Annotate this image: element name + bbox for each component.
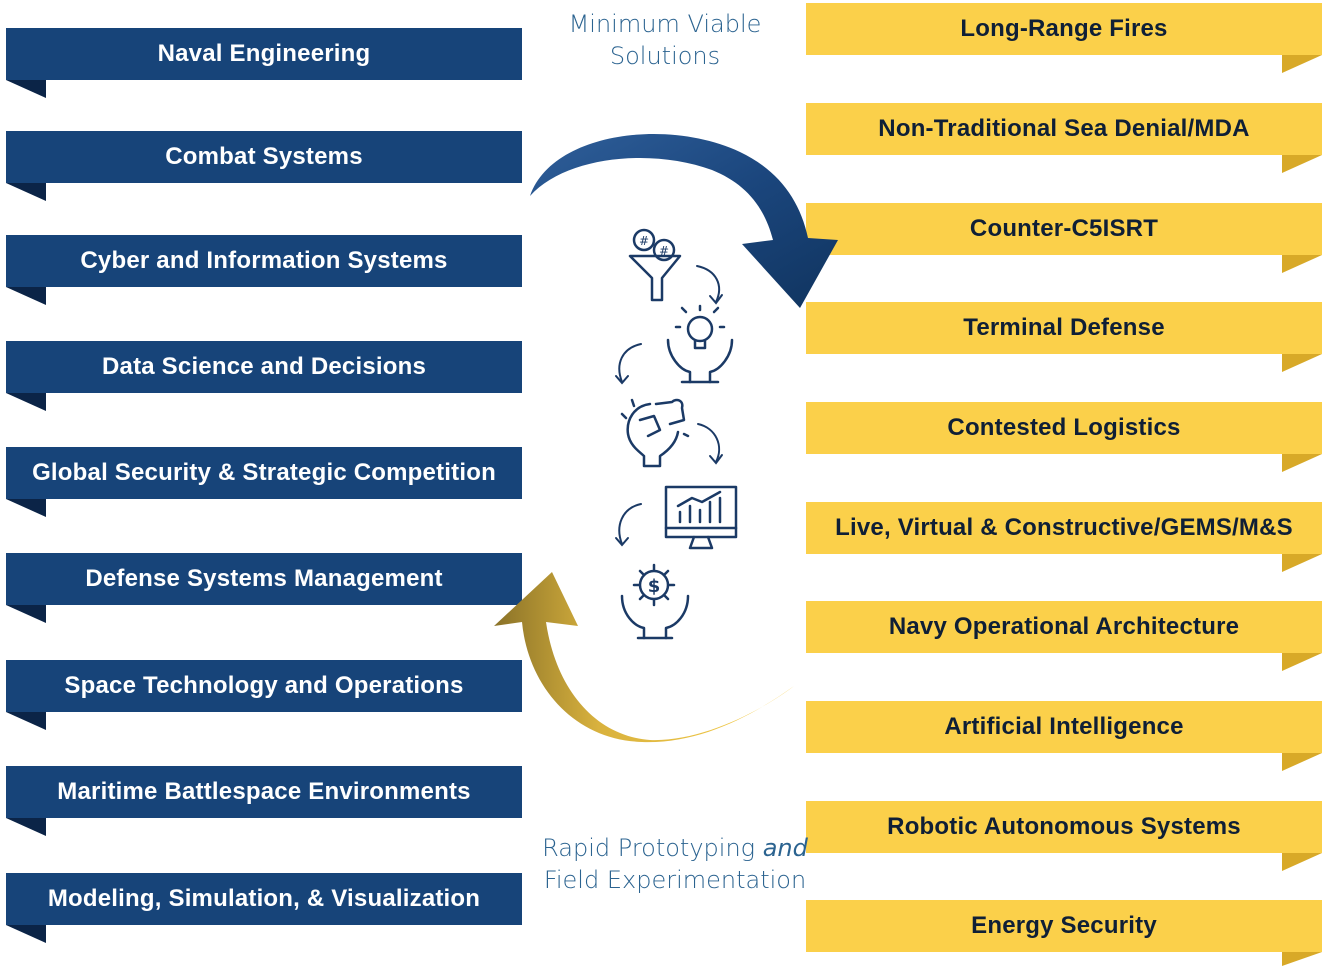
top-caption: Minimum Viable Solutions: [555, 8, 775, 72]
monitor-chart-icon: [664, 485, 738, 550]
right-ribbon-10: Energy Security: [806, 900, 1322, 968]
right-ribbon-label: Contested Logistics: [806, 402, 1322, 454]
right-ribbon-9: Robotic Autonomous Systems: [806, 801, 1322, 897]
left-ribbon-label: Combat Systems: [6, 131, 522, 183]
right-ribbon-label: Artificial Intelligence: [806, 701, 1322, 753]
right-ribbon-5: Contested Logistics: [806, 402, 1322, 498]
right-ribbon-label: Robotic Autonomous Systems: [806, 801, 1322, 853]
left-ribbon-label: Global Security & Strategic Competition: [6, 447, 522, 499]
flow-arrows: [615, 265, 723, 547]
left-ribbon-2: Combat Systems: [6, 131, 522, 227]
top-caption-line1: Minimum Viable: [568, 10, 762, 38]
left-ribbon-label: Data Science and Decisions: [6, 341, 522, 393]
top-caption-line2: Solutions: [609, 42, 721, 70]
right-ribbon-label: Energy Security: [806, 900, 1322, 952]
funnel-coins-icon: # #: [628, 228, 682, 302]
left-ribbon-label: Modeling, Simulation, & Visualization: [6, 873, 522, 925]
right-ribbon-2: Non-Traditional Sea Denial/MDA: [806, 103, 1322, 199]
right-ribbon-label: Counter-C5ISRT: [806, 203, 1322, 255]
right-ribbon-label: Non-Traditional Sea Denial/MDA: [806, 103, 1322, 155]
left-ribbon-1: Naval Engineering: [6, 28, 522, 124]
right-ribbon-label: Navy Operational Architecture: [806, 601, 1322, 653]
left-ribbon-4: Data Science and Decisions: [6, 341, 522, 437]
left-ribbon-9: Modeling, Simulation, & Visualization: [6, 873, 522, 969]
svg-text:#: #: [639, 234, 649, 248]
gold-cycle-arrow: [494, 572, 794, 743]
right-ribbon-label: Long-Range Fires: [806, 3, 1322, 55]
right-ribbon-1: Long-Range Fires: [806, 3, 1322, 99]
left-ribbon-label: Naval Engineering: [6, 28, 522, 80]
bottom-caption-and: and: [762, 834, 808, 862]
right-ribbon-6: Live, Virtual & Constructive/GEMS/M&S: [806, 502, 1322, 598]
left-ribbon-8: Maritime Battlespace Environments: [6, 766, 522, 862]
left-ribbon-6: Defense Systems Management: [6, 553, 522, 649]
right-ribbon-8: Artificial Intelligence: [806, 701, 1322, 797]
dollar-gear-hands-icon: $: [620, 563, 690, 640]
right-ribbon-label: Live, Virtual & Constructive/GEMS/M&S: [806, 502, 1322, 554]
left-ribbon-7: Space Technology and Operations: [6, 660, 522, 756]
lightbulb-hands-icon: [666, 304, 734, 384]
right-ribbon-4: Terminal Defense: [806, 302, 1322, 398]
navy-cycle-arrow: [530, 134, 838, 308]
puzzle-head-icon: [620, 398, 690, 468]
right-ribbon-3: Counter-C5ISRT: [806, 203, 1322, 299]
bottom-caption: Rapid Prototyping and Field Experimentat…: [540, 832, 810, 896]
left-ribbon-5: Global Security & Strategic Competition: [6, 447, 522, 543]
svg-text:#: #: [659, 244, 669, 258]
left-ribbon-label: Space Technology and Operations: [6, 660, 522, 712]
right-ribbon-7: Navy Operational Architecture: [806, 601, 1322, 697]
left-ribbon-label: Defense Systems Management: [6, 553, 522, 605]
left-ribbon-3: Cyber and Information Systems: [6, 235, 522, 331]
bottom-caption-line1: Rapid Prototyping: [542, 834, 763, 862]
bottom-caption-line2: Field Experimentation: [543, 866, 807, 894]
left-ribbon-label: Maritime Battlespace Environments: [6, 766, 522, 818]
right-ribbon-label: Terminal Defense: [806, 302, 1322, 354]
left-ribbon-label: Cyber and Information Systems: [6, 235, 522, 287]
svg-text:$: $: [648, 576, 661, 597]
